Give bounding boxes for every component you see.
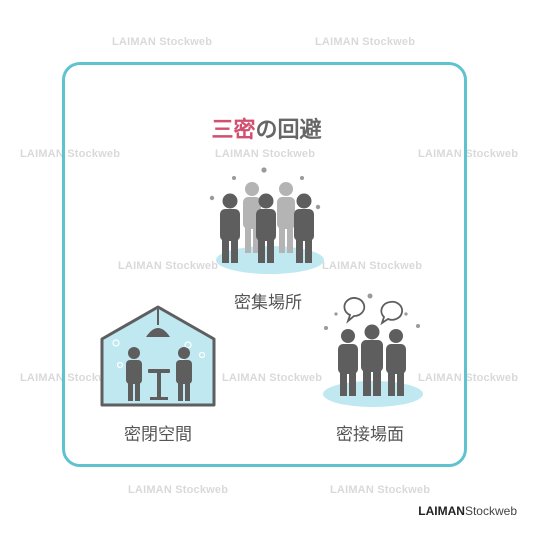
person-icon — [126, 347, 192, 401]
watermark: LAIMAN Stockweb — [20, 372, 121, 384]
person-icon — [338, 324, 406, 396]
watermark: LAIMAN Stockweb — [330, 484, 431, 496]
content-frame — [62, 62, 467, 467]
person-icon — [220, 193, 314, 263]
watermark: LAIMAN Stockweb — [20, 148, 121, 160]
watermark: LAIMAN Stockweb — [215, 148, 316, 160]
watermark: LAIMAN Stockweb — [112, 36, 213, 48]
watermark: LAIMAN Stockweb — [315, 36, 416, 48]
table-icon — [148, 369, 170, 400]
closed-space-illustration — [100, 305, 216, 407]
watermark: LAIMAN Stockweb — [222, 372, 323, 384]
watermark: LAIMAN Stockweb — [118, 260, 219, 272]
watermark: LAIMAN Stockweb — [322, 260, 423, 272]
lamp-icon — [146, 309, 170, 337]
crowded-place-illustration — [209, 167, 324, 274]
closed-space-label: 密閉空間 — [124, 425, 192, 445]
brand-name-light: Stockweb — [464, 504, 517, 518]
watermark: LAIMAN Stockweb — [418, 372, 519, 384]
title-accent: 三密 — [211, 118, 256, 143]
brand-name-bold: LAIMAN — [418, 504, 465, 518]
watermark: LAIMAN Stockweb — [418, 148, 519, 160]
page-title: 三密の回避 — [0, 112, 533, 144]
crowded-place-label: 密集場所 — [234, 293, 302, 313]
close-contact-illustration — [323, 293, 423, 407]
watermark: LAIMAN Stockweb — [128, 484, 229, 496]
close-contact-label: 密接場面 — [336, 425, 404, 445]
speech-bubble-icon — [343, 297, 404, 326]
brand-logo: LAIMANStockweb — [418, 504, 517, 518]
title-rest: の回避 — [255, 118, 322, 143]
virus-icon — [324, 293, 420, 330]
